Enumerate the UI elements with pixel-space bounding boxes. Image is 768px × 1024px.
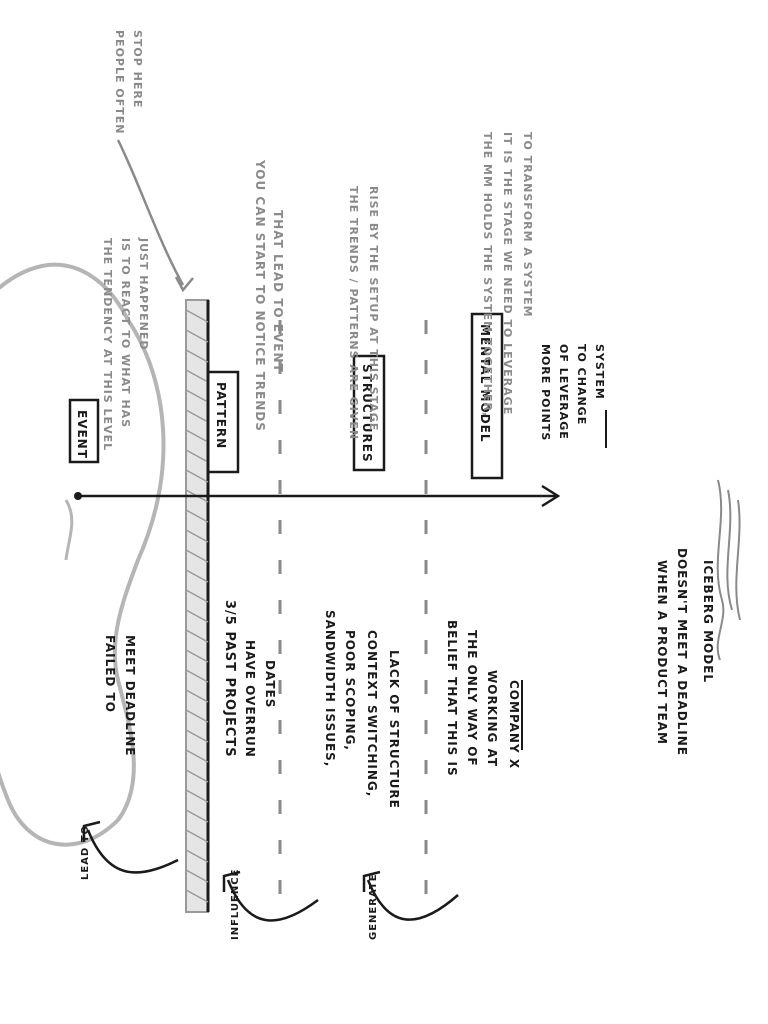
title-line-1: WHEN A PRODUCT TEAM: [655, 560, 669, 745]
iceberg-pattern-1: 3/5 PAST PROJECTS: [222, 600, 237, 758]
waterline: [185, 299, 210, 913]
event-note-1: THE TENDENCY AT THIS LEVEL: [101, 238, 114, 451]
title-scribble: [716, 479, 741, 661]
pattern-label-box: [206, 370, 240, 474]
pattern-note-1: YOU CAN START TO NOTICE TRENDS: [253, 159, 267, 432]
event-note-3: JUST HAPPENED: [137, 237, 150, 351]
iceberg-mm-2: THE ONLY WAY OF: [465, 630, 479, 767]
mental-model-label-box: [470, 312, 504, 480]
event-label-box: [68, 398, 100, 464]
iceberg-pattern-3: DATES: [263, 660, 277, 708]
arrow-note-3: TO CHANGE: [575, 344, 588, 425]
structures-note-2: RISE BY THE SETUP AT THIS STAGE: [367, 186, 380, 431]
iceberg-structures-4: LACK OF STRUCTURE: [387, 650, 401, 809]
iceberg-mm-3: WORKING AT: [485, 670, 499, 767]
structures-label-box: [352, 354, 386, 472]
influence-label: INFLUENCE: [230, 869, 241, 940]
event-note-2: IS TO REACT TO WHAT HAS: [119, 238, 132, 428]
structures-note-1: THE TRENDS / PATTERNS ARE GIVEN: [347, 186, 360, 440]
lead-to-arrow: [82, 820, 179, 874]
influence-arrow: [222, 870, 319, 922]
iceberg-structures-1: SANDWIDTH ISSUES,: [323, 610, 337, 767]
waterline-pointer-arrow: [116, 139, 185, 286]
event-label: EVENT: [75, 410, 89, 459]
generate-arrow: [362, 870, 459, 921]
waterline-note-2: STOP HERE: [131, 30, 144, 108]
waterline-note-1: PEOPLE OFTEN: [113, 30, 126, 134]
structures-label: STRUCTURES: [360, 364, 374, 463]
iceberg-mm-1: BELIEF THAT THIS IS: [445, 620, 459, 777]
mental-model-note-2: IT IS THE STAGE WE NEED TO LEVERAGE: [501, 132, 514, 415]
arrow-note-4: SYSTEM: [593, 344, 606, 400]
mental-model-note-1: THE MM HOLDS THE SYSTEM TOGETHER,: [481, 132, 494, 417]
iceberg-pattern-2: HAVE OVERRUN: [243, 640, 257, 758]
title-line-2: DOESN'T MEET A DEADLINE: [675, 548, 689, 756]
mental-model-note-3: TO TRANSFORM A SYSTEM: [521, 132, 534, 318]
arrow-note-2: OF LEVERAGE: [557, 344, 570, 440]
mental-model-label: MENTAL MODEL: [478, 324, 492, 443]
lead-to-label: LEAD TO: [80, 825, 91, 880]
pattern-note-2: THAT LEAD TO EVENT: [271, 210, 285, 373]
generate-label: GENERATE: [368, 873, 379, 940]
title-line-3: ICEBERG MODEL: [701, 560, 715, 683]
iceberg-structures-3: CONTEXT SWITCHING,: [365, 630, 379, 797]
iceberg-event-1: FAILED TO: [103, 635, 117, 713]
iceberg-mm-4: COMPANY X: [507, 680, 521, 769]
arrow-note-1: MORE POINTS: [539, 344, 552, 441]
iceberg-tip-outline: [64, 499, 74, 561]
leverage-arrow: [74, 484, 561, 508]
iceberg-structures-2: POOR SCOPING,: [343, 630, 357, 751]
iceberg-event-2: MEET DEADLINE: [123, 635, 137, 756]
pattern-label: PATTERN: [214, 382, 228, 449]
iceberg-outline: [0, 262, 166, 847]
